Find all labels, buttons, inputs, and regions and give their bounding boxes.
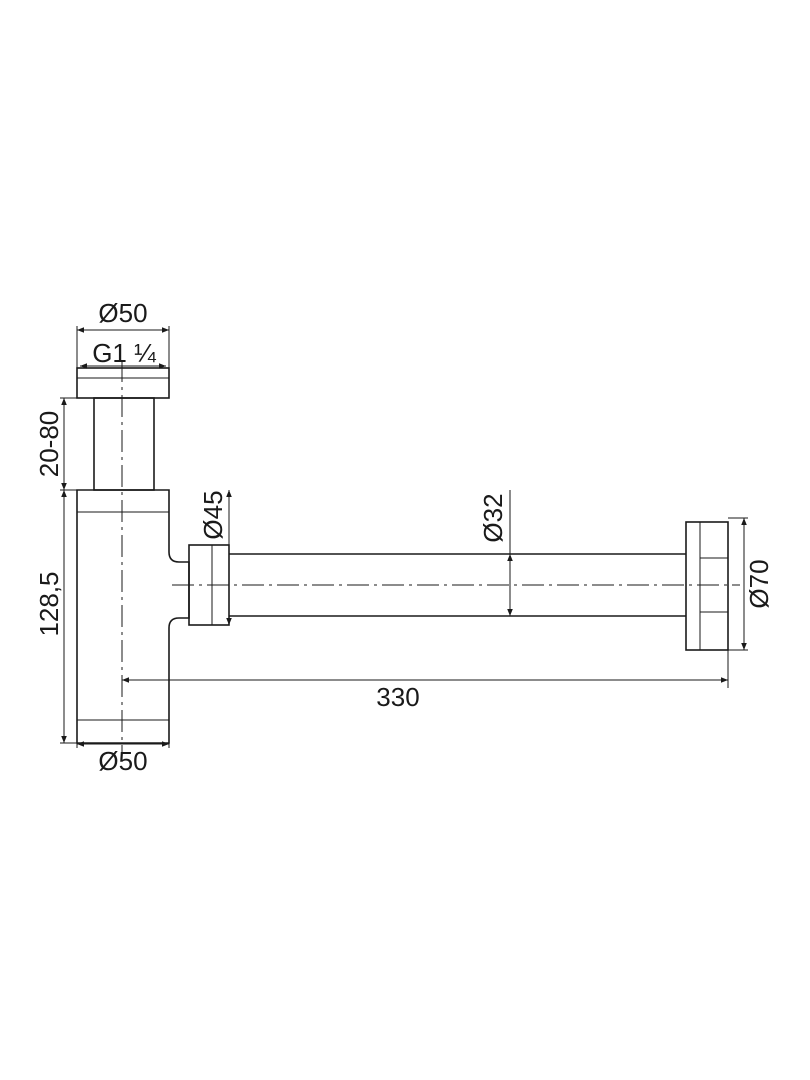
dim-wall-flange: Ø70 — [728, 517, 774, 651]
top-diameter-label: Ø50 — [98, 298, 147, 328]
dim-length: 330 — [122, 650, 729, 712]
dim-pipe-diameter: Ø32 — [478, 490, 513, 616]
dim-top-diameter: Ø50 — [76, 298, 170, 368]
main-cylinder — [76, 489, 190, 744]
length-label: 330 — [376, 682, 419, 712]
dim-height-adjust: 20-80 — [34, 397, 94, 491]
thread-label: G1 ¼ — [92, 338, 156, 368]
wall-flange-label: Ø70 — [744, 559, 774, 608]
dim-outlet-nut: Ø45 — [198, 490, 232, 625]
telescopic-tube — [93, 397, 155, 491]
height-adjust-label: 20-80 — [34, 411, 64, 478]
top-cap — [76, 367, 170, 399]
body-height-label: 128,5 — [34, 571, 64, 636]
pipe-diameter-label: Ø32 — [478, 493, 508, 542]
center-lines — [121, 360, 740, 752]
wall-flange — [685, 521, 729, 651]
outlet-nut-label: Ø45 — [198, 490, 228, 539]
bottom-diameter-label: Ø50 — [98, 746, 147, 776]
dim-bottom-diameter: Ø50 — [76, 741, 170, 776]
dim-thread: G1 ¼ — [80, 338, 166, 369]
dim-body-height: 128,5 — [34, 490, 77, 744]
